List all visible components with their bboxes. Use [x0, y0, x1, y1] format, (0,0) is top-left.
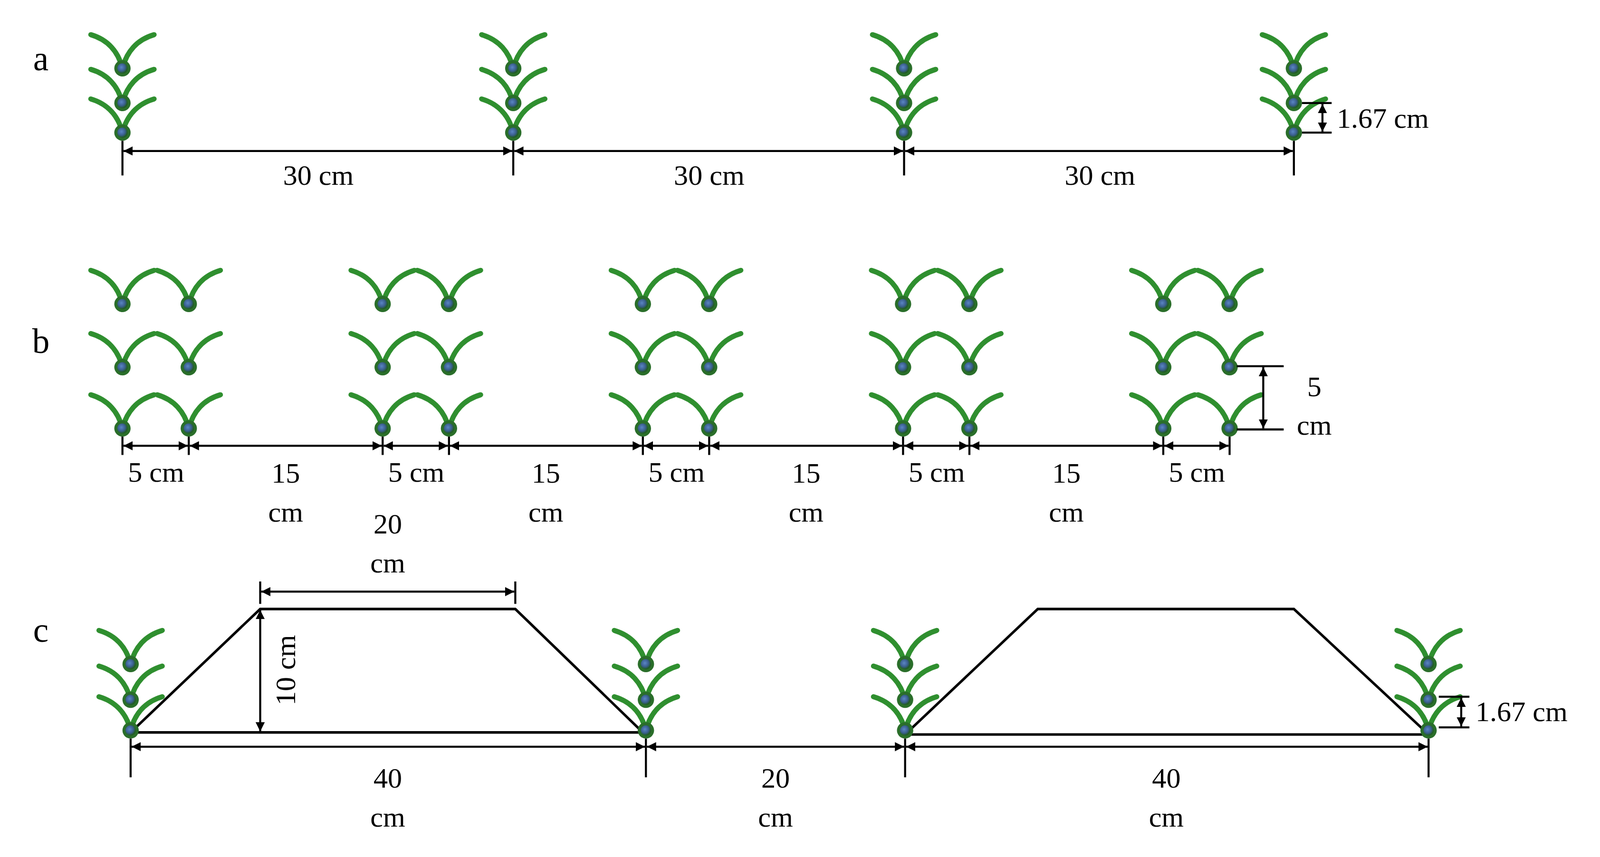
dimension-label: 20 cm — [366, 505, 410, 583]
ridge-outline — [905, 609, 1429, 735]
dimension-label: 1.67 cm — [1475, 692, 1568, 732]
panel-b — [90, 270, 1284, 456]
plant-rows — [90, 270, 1262, 437]
dimension-label: 30 cm — [1064, 156, 1136, 195]
dimension-label: 5 cm — [1168, 453, 1226, 492]
panel-c — [98, 581, 1470, 778]
panel-letter: a — [33, 35, 49, 83]
plant-rows — [98, 630, 1461, 739]
dimension-label: 30 cm — [673, 156, 745, 195]
dimension-label: 15 cm — [784, 454, 828, 532]
dimension-label: 5 cm — [648, 453, 705, 492]
panel-a — [90, 34, 1332, 176]
dimension-label: 5 cm — [908, 453, 966, 492]
dimension-label: 1.67 cm — [1336, 99, 1429, 138]
ridge-outline — [130, 609, 643, 733]
plant-row — [90, 34, 1326, 141]
dimension-label: 5 cm — [1293, 367, 1336, 445]
dimension-label: 5 cm — [127, 453, 185, 492]
dimension-label: 30 cm — [283, 156, 355, 195]
dimension-label: 15 cm — [264, 454, 307, 532]
dimension-label: 40 cm — [366, 759, 410, 837]
dimension-label: 15 cm — [524, 454, 568, 532]
dimension-label: 20 cm — [754, 759, 797, 837]
panel-letter: b — [32, 318, 50, 366]
dimension-label: 40 cm — [1144, 759, 1188, 837]
panel-letter: c — [33, 607, 49, 655]
dimension-label: 5 cm — [388, 453, 445, 492]
dimension-label: 15 cm — [1044, 454, 1088, 532]
dimension-label: 10 cm — [266, 634, 306, 706]
